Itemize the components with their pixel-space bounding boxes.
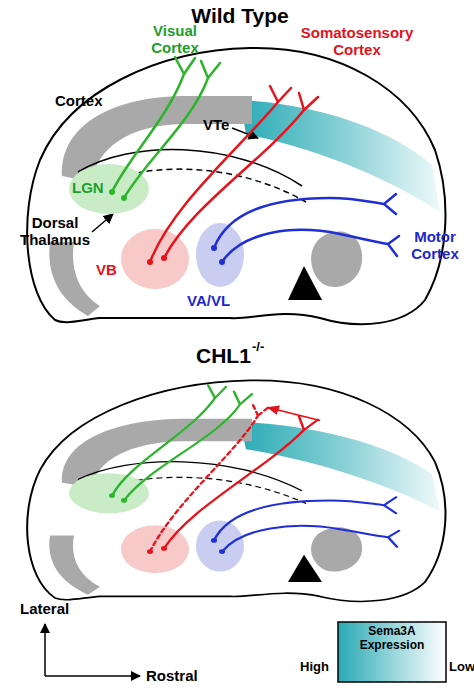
nucleus-fill <box>196 223 244 287</box>
axon <box>150 403 270 552</box>
region-label: Visual Cortex <box>140 22 210 57</box>
vte-band <box>240 100 440 212</box>
soma <box>211 538 217 543</box>
axon <box>222 230 399 262</box>
nucleus-label: VB <box>96 261 117 278</box>
nucleus-label: VA/VL <box>187 292 230 309</box>
fiber-tract <box>288 266 322 300</box>
region-label: Sema3A Expression <box>338 625 446 653</box>
region-label: Somatosensory Cortex <box>292 24 422 59</box>
striatum <box>311 232 362 287</box>
pointer-arrow <box>232 128 258 138</box>
region-label: Motor Cortex <box>404 228 466 263</box>
region-label: Lateral <box>20 600 90 617</box>
axon <box>222 526 399 552</box>
legend-label: High <box>300 660 329 675</box>
nucleus-ellipse: VA/VL <box>195 222 245 288</box>
axis-arrow <box>45 675 140 677</box>
legend-label: Low <box>449 660 474 675</box>
soma <box>109 493 115 498</box>
axon <box>164 416 318 548</box>
axon <box>124 392 252 501</box>
soma <box>121 498 127 503</box>
axons <box>112 385 399 551</box>
region-label: Cortex <box>55 92 115 109</box>
axon <box>164 93 318 258</box>
pointer-arrow <box>92 214 113 232</box>
soma <box>161 546 167 551</box>
brain-section <box>27 380 445 601</box>
nucleus-shape <box>120 228 190 290</box>
axis-arrow <box>44 624 46 676</box>
region-label: VTe <box>203 116 243 133</box>
shift-arrow <box>268 408 320 421</box>
nucleus-fill <box>121 229 189 289</box>
nucleus-ellipse <box>69 473 149 513</box>
nucleus-shape <box>195 222 245 288</box>
region-label: CHL1 <box>196 344 256 368</box>
region-label: Dorsal Thalamus <box>14 214 96 249</box>
nucleus-label: LGN <box>72 179 104 196</box>
nucleus-fill <box>69 164 149 214</box>
nucleus-ellipse <box>196 520 244 571</box>
axon <box>112 385 226 495</box>
nucleus-ellipse <box>121 525 189 573</box>
nucleus-ellipse: VB <box>120 228 190 290</box>
mutant-section <box>27 380 445 601</box>
nucleus-ellipse: LGN <box>68 163 150 215</box>
axon-somata <box>109 493 225 554</box>
axon <box>214 194 396 248</box>
gradient-bar <box>338 622 446 682</box>
region-label: Rostral <box>146 667 216 684</box>
brain-outline <box>27 48 445 324</box>
hippocampus <box>49 242 100 316</box>
region-label: -/- <box>252 340 282 355</box>
soma <box>147 549 153 554</box>
brain-section <box>27 48 445 324</box>
soma <box>219 549 225 554</box>
